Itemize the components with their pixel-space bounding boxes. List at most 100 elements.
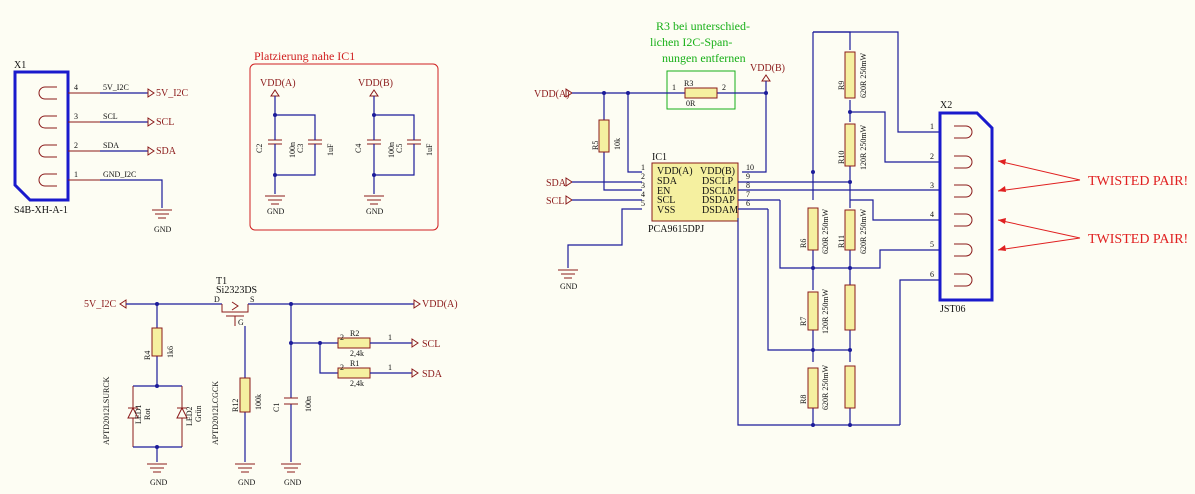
t1-ref: T1 <box>216 276 227 287</box>
ic1-pin-6: 6 <box>746 199 750 208</box>
r4-ref: R4 <box>143 351 152 360</box>
led1-part: APTD2012LSURCK <box>102 376 111 445</box>
decoupling-gnd-a: GND <box>267 207 285 216</box>
twisted-pair-label-2: TWISTED PAIR! <box>1088 232 1188 247</box>
x1-port-scl: SCL <box>156 117 174 128</box>
c1-gnd: GND <box>284 478 302 487</box>
twisted-pair-callouts: TWISTED PAIR! TWISTED PAIR! <box>997 159 1188 251</box>
x1-part: S4B-XH-A-1 <box>14 205 68 216</box>
ic1-pin-9: 9 <box>746 172 750 181</box>
ic1-pin-2: 2 <box>641 172 645 181</box>
r1-pin2: 2 <box>340 363 344 372</box>
x1-port-sda: SDA <box>156 146 177 157</box>
r7-ref: R7 <box>799 317 808 326</box>
x1-gnd-label: GND <box>154 225 172 234</box>
x1-pin-4: 4 <box>74 83 78 92</box>
ic1-pin-3: 3 <box>641 181 645 190</box>
r11-value: 620R 250mW <box>859 208 868 254</box>
x2-pin-1: 1 <box>930 122 934 131</box>
x1-net-sda: SDA <box>103 141 119 150</box>
t1-drain: D <box>214 295 220 304</box>
ic1-pin-8: 8 <box>746 181 750 190</box>
c4-value: 100n <box>387 142 396 158</box>
power-port-vdd-a: VDD(A) <box>422 299 458 310</box>
termination-group: R6 620R 250mW R7 120R 250mW R8 620R 250m… <box>799 31 940 427</box>
ic1-pin-9-name: DSCLP <box>702 176 734 187</box>
ic1-pin-5-name: VSS <box>657 205 675 216</box>
decoupling-gnd-b: GND <box>366 207 384 216</box>
x2-pin-6: 6 <box>930 270 934 279</box>
ic1-pin-6-name: DSDAM <box>702 205 738 216</box>
x1-port-5v: 5V_I2C <box>156 88 189 99</box>
ic1-pin-3-name: EN <box>657 186 670 197</box>
ic1-pin-10: 10 <box>746 163 754 172</box>
led2-ref: LED2 <box>185 406 194 426</box>
connector-x2: X2 1 2 3 4 5 6 JST06 <box>930 100 994 315</box>
r1-pin1: 1 <box>388 363 392 372</box>
ic1-left-pins: 1 VDD(A) 2 SDA 3 EN 4 SCL 5 VSS <box>641 163 693 216</box>
r12-ref: R12 <box>231 399 240 412</box>
x2-part: JST06 <box>940 304 966 315</box>
r8-value: 620R 250mW <box>821 364 830 410</box>
ic1-pin-1-name: VDD(A) <box>657 166 693 177</box>
ic1-ref: IC1 <box>652 152 667 163</box>
r5-ref: R5 <box>591 141 600 150</box>
r3-value: 0R <box>686 99 696 108</box>
ic1-pin-2-name: SDA <box>657 176 678 187</box>
x2-pin-2: 2 <box>930 152 934 161</box>
ic-port-sda: SDA <box>546 178 567 189</box>
power-switch-group: 5V_I2C VDD(A) T1 Si2323DS D S G R4 1k6 A… <box>84 276 458 487</box>
x1-net-scl: SCL <box>103 112 118 121</box>
x2-pin-3: 3 <box>930 181 934 190</box>
r1-ref: R1 <box>350 359 359 368</box>
t1-gate: G <box>238 318 244 327</box>
r1-value: 2,4k <box>350 379 364 388</box>
ic1-part: PCA9615DPJ <box>648 224 704 235</box>
x1-net-gnd-i2c: GND_I2C <box>103 170 136 179</box>
r5-value: 10k <box>613 138 622 150</box>
decoupling-group: Platzierung nahe IC1 VDD(A) C2 100n C3 1… <box>249 49 439 231</box>
led2-value: Grün <box>194 406 203 422</box>
connector-x1: X1 4 3 2 1 S4B-XH-A-1 5V_I2C SCL SDA GND… <box>13 60 189 234</box>
r7-value: 120R 250mW <box>821 288 830 334</box>
decoupling-vdd-a: VDD(A) <box>260 78 296 89</box>
r6-value: 620R 250mW <box>821 208 830 254</box>
c1-value: 100n <box>304 396 313 412</box>
r12-gnd: GND <box>238 478 256 487</box>
placement-note: Platzierung nahe IC1 <box>254 49 355 63</box>
r3-note-line3: nungen entfernen <box>662 51 746 65</box>
ic-gnd: GND <box>560 282 578 291</box>
ic1-pin-7-name: DSDAP <box>702 195 735 206</box>
x2-pin-4: 4 <box>930 210 934 219</box>
r10-value: 120R 250mW <box>859 124 868 170</box>
r4-value: 1k6 <box>166 346 175 358</box>
r12-value: 100k <box>254 394 263 410</box>
r10-ref: R10 <box>837 151 846 164</box>
x1-pin-1: 1 <box>74 170 78 179</box>
ic1-pin-7: 7 <box>746 190 750 199</box>
c5-ref: C5 <box>395 144 404 153</box>
ic1-right-pins: VDD(B) 10 DSCLP 9 DSCLM 8 DSDAP 7 DSDAM … <box>700 163 754 216</box>
r9-ref: R9 <box>837 81 846 90</box>
r11-ref: R11 <box>837 235 846 248</box>
ic1-pin-4-name: SCL <box>657 195 675 206</box>
x2-ref: X2 <box>940 100 952 111</box>
ic1-pin-10-name: VDD(B) <box>700 166 735 177</box>
led2-part: APTD2012LCGCK <box>211 381 220 445</box>
r2-ref: R2 <box>350 329 359 338</box>
c2-value: 100n <box>288 142 297 158</box>
ic1-group: R3 bei unterschied- lichen I2C-Span- nun… <box>534 19 900 426</box>
ic1-pin-4: 4 <box>641 190 645 199</box>
c3-ref: C3 <box>296 144 305 153</box>
r2-port-scl: SCL <box>422 339 440 350</box>
c4-ref: C4 <box>354 144 363 153</box>
r1-port-sda: SDA <box>422 369 443 380</box>
x2-pin-5: 5 <box>930 240 934 249</box>
c5-value: 1uF <box>425 143 434 156</box>
r3-note-line2: lichen I2C-Span- <box>650 35 732 49</box>
led1-ref: LED1 <box>134 404 143 424</box>
power-port-5v: 5V_I2C <box>84 299 117 310</box>
led1-value: Rot <box>143 408 152 420</box>
x1-ref: X1 <box>14 60 26 71</box>
